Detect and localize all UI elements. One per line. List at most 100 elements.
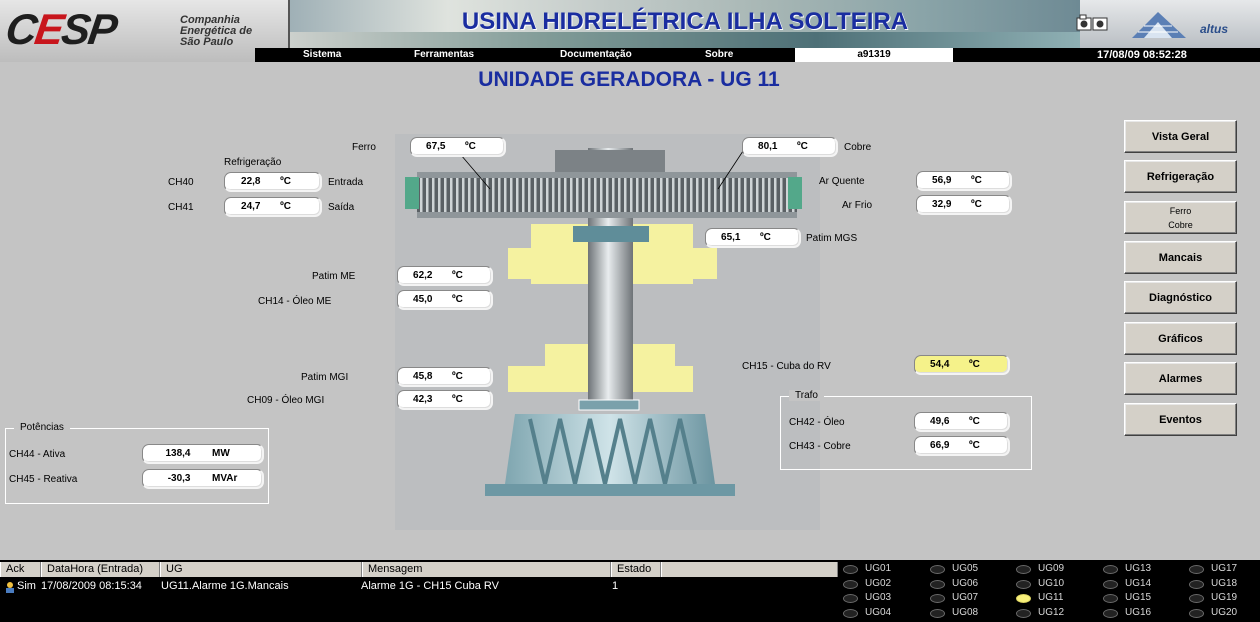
status-led-icon <box>930 609 945 618</box>
ch15-value-box: 54,4 ºC <box>914 355 1010 375</box>
patim-me-value-box: 62,2 ºC <box>397 266 493 286</box>
ch41-value: 24,7 <box>241 201 261 212</box>
diagnostico-button[interactable]: Diagnóstico <box>1124 281 1237 314</box>
cobre-unit: ºC <box>796 141 808 152</box>
camera-icon[interactable] <box>1076 14 1110 32</box>
ch44-unit: MW <box>212 448 230 459</box>
ch14-unit: ºC <box>451 294 463 305</box>
col-mensagem[interactable]: Mensagem <box>362 562 611 577</box>
graficos-button[interactable]: Gráficos <box>1124 322 1237 355</box>
altus-brand: altus <box>1200 22 1229 36</box>
ug-ug18[interactable]: UG18 <box>1186 577 1256 591</box>
ferro-cobre-button[interactable]: Ferro Cobre <box>1124 201 1237 234</box>
patim-me-value: 62,2 <box>413 270 433 281</box>
status-led-icon <box>1189 580 1204 589</box>
trafo-title: Trafo <box>789 390 824 401</box>
ug-label: UG13 <box>1125 563 1152 574</box>
ar-frio-value-box: 32,9 ºC <box>916 195 1012 215</box>
ug-ug06[interactable]: UG06 <box>927 577 997 591</box>
ug-label: UG04 <box>865 607 892 618</box>
ug-label: UG02 <box>865 578 892 589</box>
ug-ug05[interactable]: UG05 <box>927 562 997 576</box>
menu-documentacao[interactable]: Documentação <box>560 49 632 60</box>
menu-ferramentas[interactable]: Ferramentas <box>414 49 475 60</box>
status-led-icon <box>843 609 858 618</box>
generator-diagram <box>395 134 820 530</box>
ar-frio-unit: ºC <box>970 199 982 210</box>
potencias-group: Potências <box>5 422 269 504</box>
ug-label: UG16 <box>1125 607 1152 618</box>
ferro-value: 67,5 <box>426 141 446 152</box>
status-led-icon <box>1189 609 1204 618</box>
ug-label: UG03 <box>865 592 892 603</box>
status-led-icon <box>1103 594 1118 603</box>
status-led-icon <box>843 594 858 603</box>
menu-sistema[interactable]: Sistema <box>303 49 342 60</box>
clock: 17/08/09 08:52:28 <box>1097 49 1187 61</box>
ch42-unit: ºC <box>968 416 980 427</box>
ch44-value-box: 138,4 MW <box>142 444 264 464</box>
header-photo <box>290 0 1080 48</box>
ug-ug10[interactable]: UG10 <box>1013 577 1083 591</box>
mancais-button[interactable]: Mancais <box>1124 241 1237 274</box>
alarmes-button[interactable]: Alarmes <box>1124 362 1237 395</box>
ch40-sub-label: Entrada <box>328 177 364 188</box>
ug-ug08[interactable]: UG08 <box>927 606 997 620</box>
ug-ug19[interactable]: UG19 <box>1186 591 1256 605</box>
ug-ug09[interactable]: UG09 <box>1013 562 1083 576</box>
patim-mgi-value: 45,8 <box>413 371 433 382</box>
ug-label: UG20 <box>1211 607 1238 618</box>
potencias-title: Potências <box>14 422 70 433</box>
ug-label: UG05 <box>952 563 979 574</box>
table-row[interactable]: Sim 17/08/2009 08:15:34 UG11.Alarme 1G.M… <box>0 580 838 594</box>
ferro-value-box: 67,5 ºC <box>410 137 506 157</box>
ch14-value-box: 45,0 ºC <box>397 290 493 310</box>
ug-ug17[interactable]: UG17 <box>1186 562 1256 576</box>
refrigeracao-button[interactable]: Refrigeração <box>1124 160 1237 193</box>
ch43-unit: ºC <box>968 440 980 451</box>
ug-ug13[interactable]: UG13 <box>1100 562 1170 576</box>
ch45-value: -30,3 <box>167 473 191 484</box>
row-estado: 1 <box>612 580 619 592</box>
ug-ug12[interactable]: UG12 <box>1013 606 1083 620</box>
ug-ug03[interactable]: UG03 <box>840 591 910 605</box>
col-datahora[interactable]: DataHora (Entrada) <box>41 562 160 577</box>
ug-ug14[interactable]: UG14 <box>1100 577 1170 591</box>
ug-ug20[interactable]: UG20 <box>1186 606 1256 620</box>
alarm-list-header: Ack DataHora (Entrada) UG Mensagem Estad… <box>0 562 838 577</box>
status-led-icon <box>1016 609 1031 618</box>
ar-quente-unit: ºC <box>970 175 982 186</box>
col-estado[interactable]: Estado <box>611 562 661 577</box>
eventos-button[interactable]: Eventos <box>1124 403 1237 436</box>
ug-ug16[interactable]: UG16 <box>1100 606 1170 620</box>
ug-ug02[interactable]: UG02 <box>840 577 910 591</box>
vista-geral-button[interactable]: Vista Geral <box>1124 120 1237 153</box>
page-title: UNIDADE GERADORA - UG 11 <box>478 68 780 91</box>
ch41-value-box: 24,7 ºC <box>224 197 322 217</box>
ar-quente-label: Ar Quente <box>819 176 865 187</box>
ch14-label: CH14 - Óleo ME <box>258 296 332 307</box>
user-field: a91319 <box>795 48 953 62</box>
status-led-icon <box>1189 594 1204 603</box>
ch43-value-box: 66,9 ºC <box>914 436 1010 456</box>
status-led-icon <box>1103 565 1118 574</box>
ug-ug04[interactable]: UG04 <box>840 606 910 620</box>
menu-sobre[interactable]: Sobre <box>705 49 734 60</box>
ug-ug15[interactable]: UG15 <box>1100 591 1170 605</box>
ar-frio-label: Ar Frio <box>842 200 872 211</box>
ug-ug01[interactable]: UG01 <box>840 562 910 576</box>
ug-label: UG11 <box>1038 592 1064 603</box>
ug-ug07[interactable]: UG07 <box>927 591 997 605</box>
ar-quente-value-box: 56,9 ºC <box>916 171 1012 191</box>
ug-ug11[interactable]: UG11 <box>1013 591 1083 605</box>
ch42-value: 49,6 <box>930 416 950 427</box>
cobre-value: 80,1 <box>758 141 778 152</box>
col-ack[interactable]: Ack <box>0 562 41 577</box>
status-led-icon <box>1103 609 1118 618</box>
ch15-value: 54,4 <box>930 359 950 370</box>
col-ug[interactable]: UG <box>160 562 362 577</box>
alarm-list: Ack DataHora (Entrada) UG Mensagem Estad… <box>0 560 840 622</box>
app-title: USINA HIDRELÉTRICA ILHA SOLTEIRA <box>461 8 909 35</box>
ug-label: UG19 <box>1211 592 1238 603</box>
